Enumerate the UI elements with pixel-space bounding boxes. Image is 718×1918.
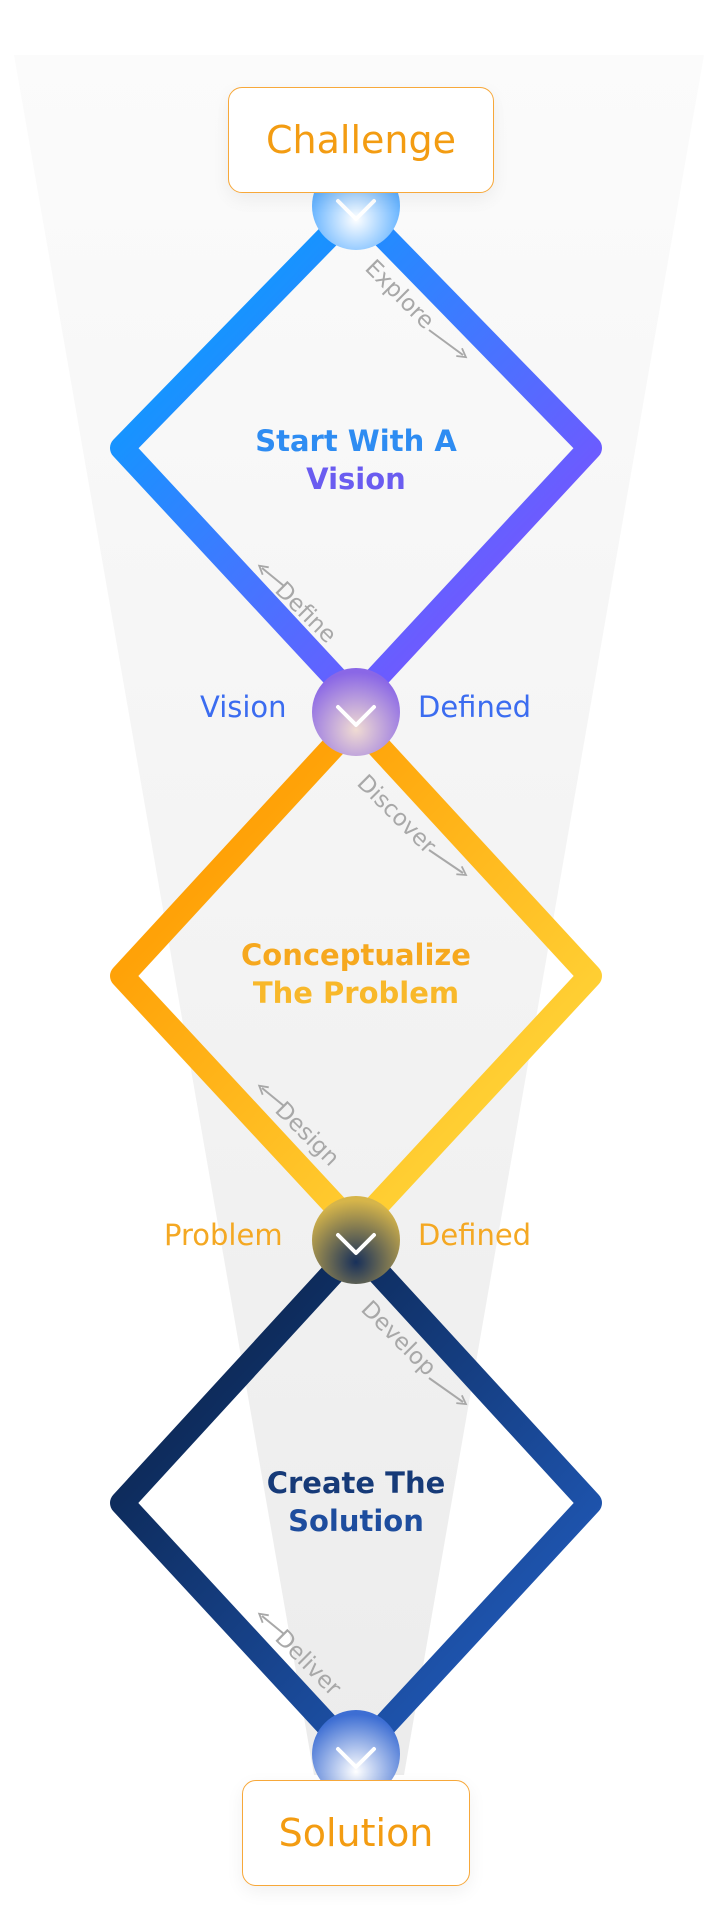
arrow-icon bbox=[428, 1377, 468, 1406]
background-funnel bbox=[14, 55, 704, 1775]
diamond-title-vision: Start With A Vision bbox=[226, 422, 486, 498]
chevron-down-icon bbox=[312, 1710, 400, 1798]
arrow-icon bbox=[257, 1084, 285, 1107]
chevron-down-icon bbox=[312, 668, 400, 756]
diamond-title-line: The Problem bbox=[252, 976, 460, 1010]
diamond-title-line: Conceptualize bbox=[241, 938, 471, 972]
milestone-right-label: Defined bbox=[418, 1218, 532, 1252]
solution-box: Solution bbox=[242, 1780, 470, 1886]
challenge-box: Challenge bbox=[228, 87, 494, 193]
diamond-title-problem: Conceptualize The Problem bbox=[226, 936, 486, 1012]
arrow-icon bbox=[428, 849, 468, 877]
challenge-label: Challenge bbox=[266, 118, 456, 162]
milestone-right-label: Defined bbox=[418, 690, 532, 724]
diamond-title-line: Create The bbox=[266, 1466, 446, 1500]
solution-label: Solution bbox=[278, 1811, 434, 1855]
milestone-left-label: Problem bbox=[164, 1218, 283, 1252]
diamond-title-line: Vision bbox=[306, 462, 406, 496]
chevron-down-icon bbox=[312, 1196, 400, 1284]
diamond-title-line: Start With A bbox=[255, 424, 457, 458]
milestone-left-label: Vision bbox=[200, 690, 287, 724]
arrow-icon bbox=[257, 1612, 285, 1635]
arrow-icon bbox=[257, 564, 285, 587]
diamond-title-line: Solution bbox=[288, 1504, 424, 1538]
arrow-icon bbox=[428, 329, 468, 359]
diamond-title-solution: Create The Solution bbox=[226, 1464, 486, 1540]
